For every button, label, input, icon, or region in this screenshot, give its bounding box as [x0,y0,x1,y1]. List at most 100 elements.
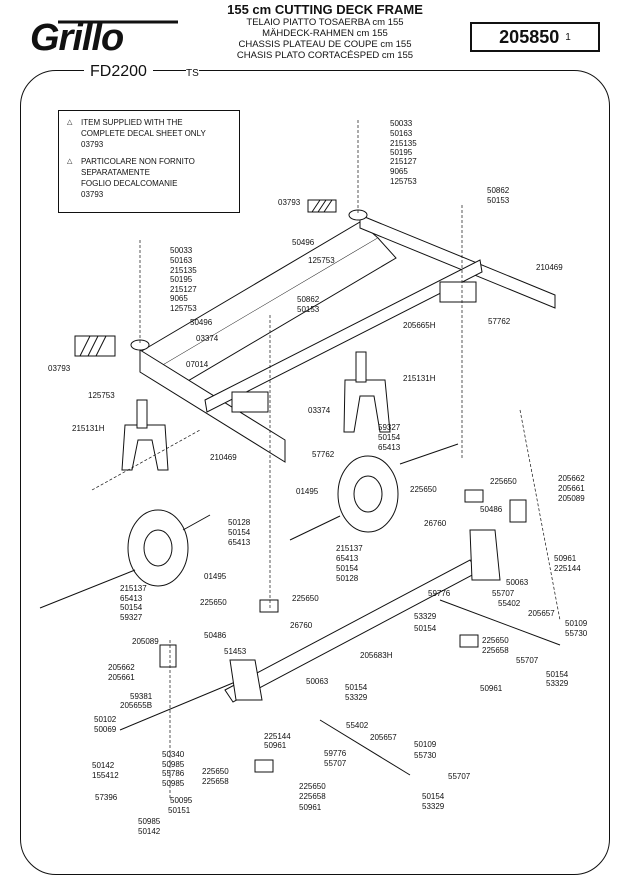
part-label: 01495 [296,487,319,496]
part-label: 215127 [170,285,197,294]
part-label: 9065 [170,294,188,303]
frame-bracket [231,391,269,413]
part-label: 57396 [95,793,118,802]
caster-stem-left [136,399,148,429]
part-label: 50985 [138,817,161,826]
part-label: 55707 [492,589,515,598]
part-label: 65413 [336,554,359,563]
frame-bracket [439,281,477,303]
part-label: 125753 [170,304,197,313]
part-label: 50154 [345,683,368,692]
part-label: 125753 [390,177,417,186]
part-label: 50109 [414,740,437,749]
part-label: 50151 [168,806,191,815]
part-label: 205662 [108,663,135,672]
note2-line3: FOGLIO DECALCOMANIE [81,179,178,188]
part-label: 53329 [422,802,445,811]
caster-fork-left [121,424,169,471]
part-label: 50153 [487,196,510,205]
part-label: 59776 [324,749,347,758]
subtitle-de: MÄHDECK-RAHMEN cm 155 [262,28,388,39]
drawing-code: 205850 [499,26,560,47]
part-label: 50142 [92,761,115,770]
model-name: FD2200 [84,63,153,81]
part-label: 50163 [170,256,193,265]
part-label: 205655B [120,701,152,710]
part-label: 50154 [120,603,143,612]
part-label: 50154 [228,528,251,537]
part-label: 50340 [162,750,185,759]
part-label: 01495 [204,572,227,581]
part-label: 50862 [487,186,510,195]
part-label: 03374 [308,406,331,415]
part-label: 59776 [428,589,451,598]
part-label: 50985 [162,760,185,769]
wheel-right [337,455,399,533]
drawing-code-box: 205850 1 [470,22,600,52]
triangle-icon: △ [67,119,73,126]
part-label: 215135 [390,139,417,148]
part-label: 225144 [554,564,581,573]
note2-code: 03793 [81,190,104,199]
part-label: 225650 [410,485,437,494]
part-label: 65413 [228,538,251,547]
diagram-frame [20,70,610,875]
part-label: 125753 [88,391,115,400]
part-label: 50128 [336,574,359,583]
part-label: 53329 [414,612,437,621]
caster-fork-right [343,379,391,433]
part-label: 55402 [346,721,369,730]
part-label: 225650 [202,767,229,776]
frame-side-right [359,214,556,309]
part-label: 50862 [297,295,320,304]
part-label: 55707 [448,772,471,781]
part-label: 57762 [312,450,335,459]
part-label: 225650 [299,782,326,791]
part-label: 59327 [378,423,401,432]
part-label: 50154 [414,624,437,633]
part-label: 55786 [162,769,185,778]
part-label: 26760 [290,621,313,630]
part-label: 205661 [108,673,135,682]
decal-stripe [74,335,116,357]
part-label: 210469 [536,263,563,272]
part-label: 50154 [422,792,445,801]
part-label: 26760 [424,519,447,528]
grillo-logo: Grillo [30,17,178,58]
triangle-icon: △ [67,158,73,165]
part-label: 50154 [546,670,569,679]
drawing-code-suffix: 1 [565,31,571,43]
caster-stem-right [355,351,367,383]
notes-box: △ ITEM SUPPLIED WITH THE COMPLETE DECAL … [58,110,240,213]
part-label: 55402 [498,599,521,608]
part-label: 50033 [170,246,193,255]
part-label: 205661 [558,484,585,493]
part-label: 50961 [480,684,503,693]
part-label: 50069 [94,725,117,734]
part-label: 125753 [308,256,335,265]
part-label: 50163 [390,129,413,138]
part-label: 50063 [306,677,329,686]
part-label: 50985 [162,779,185,788]
note1-line2: COMPLETE DECAL SHEET ONLY [81,129,206,138]
part-label: 57762 [488,317,511,326]
part-label: 50095 [170,796,193,805]
part-label: 03793 [48,364,71,373]
part-label: 65413 [120,594,143,603]
part-label: 215137 [336,544,363,553]
part-label: 225650 [482,636,509,645]
part-label: 225650 [490,477,517,486]
part-label: 9065 [390,167,408,176]
part-label: 50102 [94,715,117,724]
part-label: 50109 [565,619,588,628]
part-label: 205089 [132,637,159,646]
part-label: 225650 [200,598,227,607]
part-label: 55730 [414,751,437,760]
part-label: 50153 [297,305,320,314]
part-label: 07014 [186,360,209,369]
part-label: 215135 [170,266,197,275]
part-label: 225658 [299,792,326,801]
part-label: 205089 [558,494,585,503]
part-label: 225650 [292,594,319,603]
